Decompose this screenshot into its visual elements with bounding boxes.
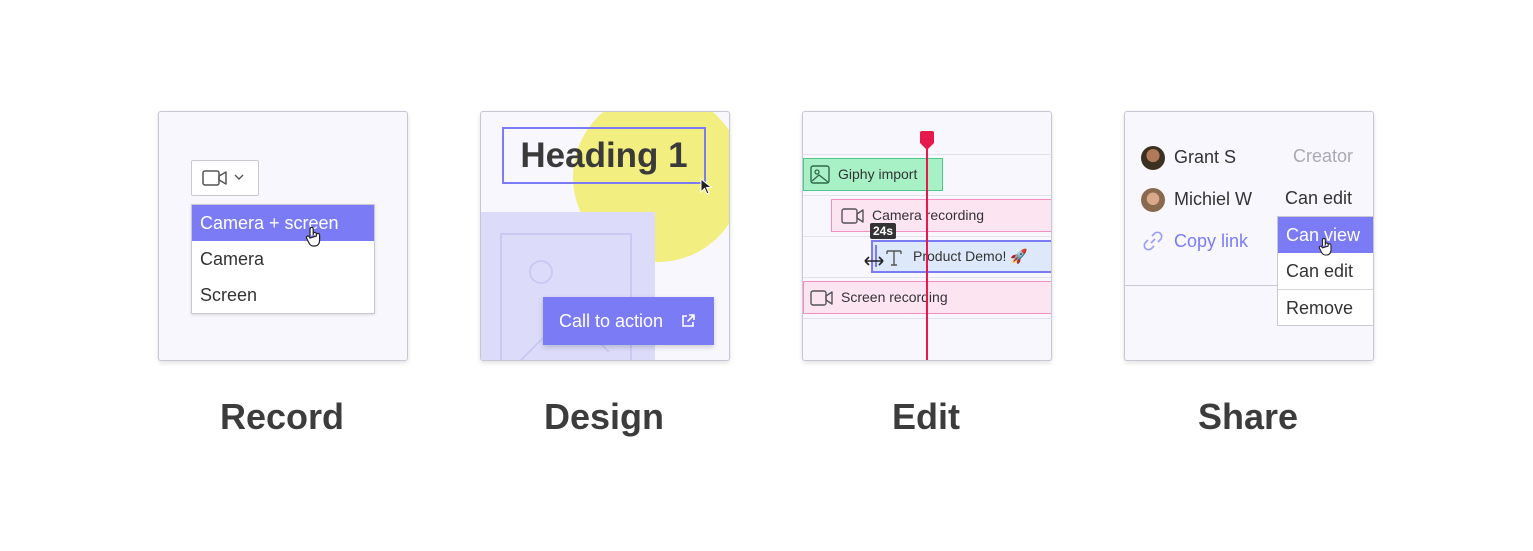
copy-link-button[interactable]: Copy link bbox=[1174, 231, 1249, 251]
record-card: Camera + screen Camera Screen bbox=[158, 111, 408, 361]
camera-source-button[interactable] bbox=[191, 160, 259, 196]
trim-handle[interactable] bbox=[875, 245, 877, 267]
track-label: Screen recording bbox=[841, 289, 948, 305]
menu-item-screen[interactable]: Screen bbox=[200, 285, 258, 305]
share-card: Grant S Creator Michiel W Can edit Copy … bbox=[1124, 111, 1374, 361]
heading-text-box[interactable]: Heading 1 bbox=[502, 127, 706, 184]
edit-caption: Edit bbox=[892, 396, 960, 437]
design-card: Heading 1 Call to action bbox=[480, 111, 730, 361]
playhead-handle[interactable] bbox=[919, 131, 935, 151]
person-name: Grant S bbox=[1174, 147, 1237, 167]
external-link-icon bbox=[682, 314, 695, 327]
avatar bbox=[1141, 146, 1165, 170]
menu-item-can-edit[interactable]: Can edit bbox=[1286, 261, 1354, 281]
cta-label: Call to action bbox=[559, 311, 664, 331]
role-dropdown[interactable]: Can edit bbox=[1285, 188, 1353, 208]
hand-pointer-icon bbox=[305, 226, 321, 247]
track-label: Product Demo! 🚀 bbox=[913, 248, 1028, 264]
video-camera-icon bbox=[810, 290, 833, 306]
link-icon bbox=[1143, 231, 1163, 251]
section-divider bbox=[1125, 285, 1373, 286]
edit-card: Giphy import Camera recording Product De… bbox=[802, 111, 1052, 361]
record-caption: Record bbox=[219, 396, 345, 437]
design-caption: Design bbox=[543, 396, 665, 437]
menu-item-camera-screen[interactable]: Camera + screen bbox=[192, 205, 374, 241]
track-product-demo[interactable]: Product Demo! 🚀 bbox=[871, 240, 1051, 273]
text-icon bbox=[886, 250, 902, 266]
person-name: Michiel W bbox=[1174, 189, 1253, 209]
playhead-line bbox=[926, 136, 928, 360]
menu-item-camera[interactable]: Camera bbox=[200, 249, 265, 269]
duration-badge: 24s bbox=[870, 223, 897, 239]
image-icon bbox=[810, 165, 830, 184]
call-to-action-button[interactable]: Call to action bbox=[543, 297, 714, 345]
track-label: Camera recording bbox=[872, 207, 985, 223]
video-camera-icon bbox=[841, 208, 864, 224]
track-camera-recording[interactable]: Camera recording bbox=[831, 199, 1051, 232]
menu-item-remove[interactable]: Remove bbox=[1278, 289, 1373, 325]
track-label: Giphy import bbox=[838, 166, 918, 182]
share-caption: Share bbox=[1197, 396, 1299, 437]
hand-pointer-icon bbox=[1318, 238, 1332, 256]
role-label-creator: Creator bbox=[1293, 146, 1354, 166]
avatar bbox=[1141, 188, 1165, 212]
arrow-cursor-icon bbox=[700, 178, 713, 195]
permission-menu: Can view Can edit Remove bbox=[1277, 216, 1373, 326]
video-camera-icon bbox=[202, 170, 227, 186]
chevron-down-icon bbox=[234, 174, 244, 180]
track-giphy-import[interactable]: Giphy import bbox=[803, 158, 943, 191]
camera-source-menu: Camera + screen Camera Screen bbox=[191, 204, 375, 314]
resize-horizontal-cursor-icon bbox=[864, 256, 884, 266]
